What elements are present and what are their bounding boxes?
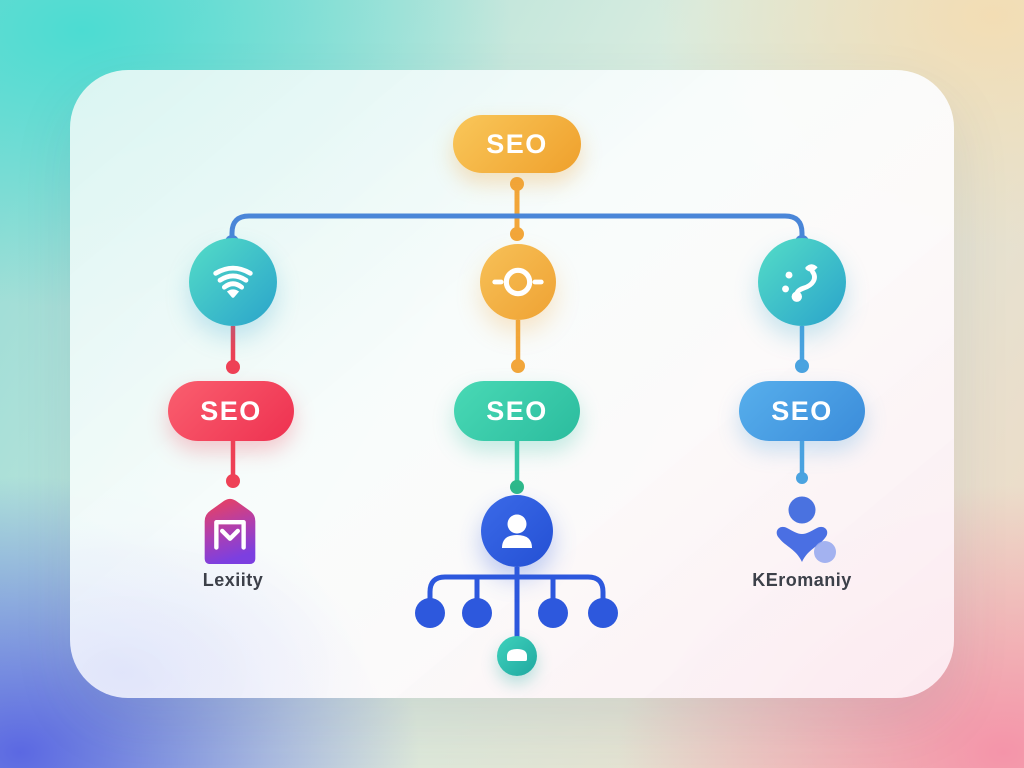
keyword-node-2 (462, 598, 492, 628)
center-branch-top-connector (511, 320, 525, 373)
cloud-node (497, 636, 537, 676)
seo-node-right-label: SEO (771, 395, 833, 426)
wifi-icon (213, 265, 253, 298)
seo-node-left: SEO (168, 381, 294, 441)
inbox-envelope-icon (204, 498, 256, 565)
center-subtree-connector (415, 567, 618, 637)
root-stem-connector (510, 177, 524, 241)
root-node-label: SEO (486, 128, 548, 159)
note-glyph-icon (782, 264, 818, 302)
seo-node-left-label: SEO (200, 395, 262, 426)
seo-node-right: SEO (739, 381, 865, 441)
channel-node-center (480, 244, 556, 320)
caption-left: Lexiity (202, 570, 264, 590)
right-branch-connector (795, 326, 809, 484)
keyword-node-1 (415, 598, 445, 628)
target-focus-icon (492, 267, 544, 297)
seo-node-center: SEO (454, 381, 580, 441)
keyword-node-3 (538, 598, 568, 628)
channel-node-left (189, 238, 277, 326)
caption-right: KEromaniy (752, 570, 852, 590)
center-branch-bottom-connector (510, 441, 524, 494)
inbox-envelope-badge (194, 492, 266, 566)
care-person-badge (760, 488, 844, 580)
channel-node-right (758, 238, 846, 326)
seo-node-center-label: SEO (486, 395, 548, 426)
left-branch-connector (226, 326, 240, 488)
person-icon (502, 514, 532, 548)
care-person-icon (776, 496, 836, 563)
person-node (481, 495, 553, 567)
cloud-icon (507, 649, 527, 661)
root-node-seo: SEO (453, 115, 581, 173)
keyword-node-4 (588, 598, 618, 628)
